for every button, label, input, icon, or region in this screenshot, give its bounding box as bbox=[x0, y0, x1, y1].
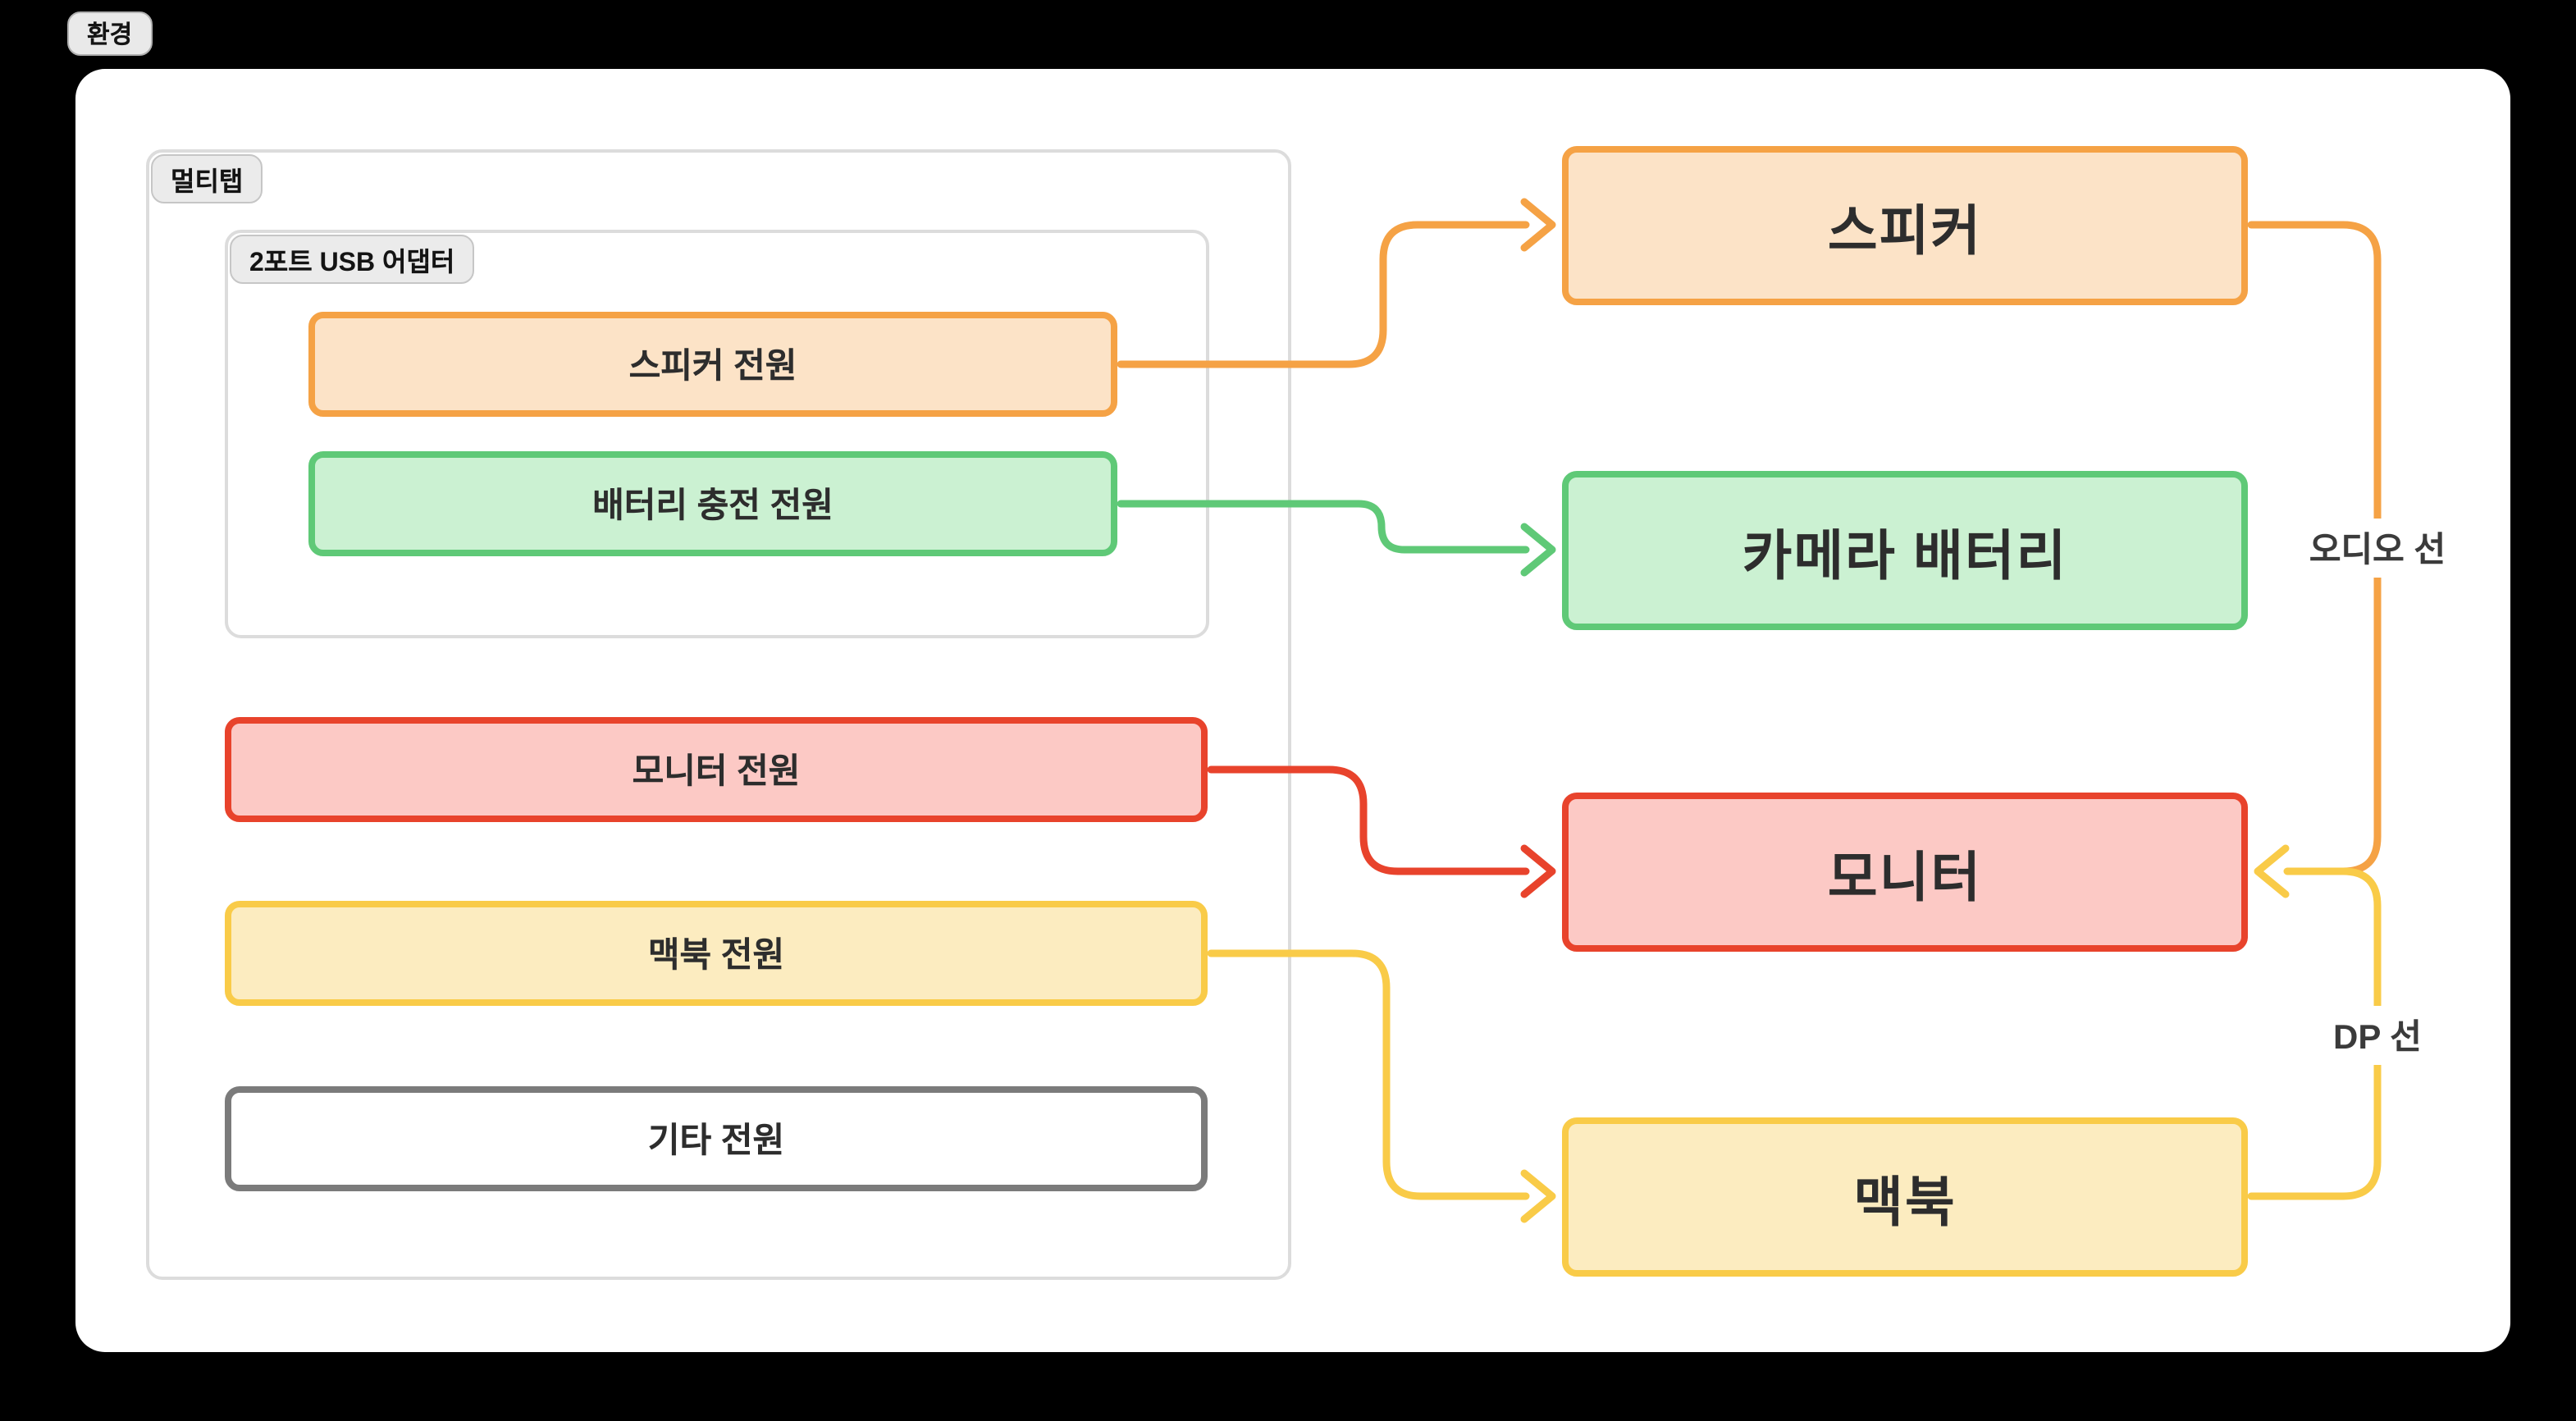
node-speaker-power: 스피커 전원 bbox=[308, 312, 1117, 417]
environment-badge: 환경 bbox=[67, 11, 153, 56]
node-macbook-label: 맥북 bbox=[1853, 1171, 1957, 1231]
group-multitap: 멀티탭 bbox=[146, 149, 1291, 1280]
edge-label-dp-cable: DP 선 bbox=[2320, 1006, 2435, 1065]
group-multitap-badge: 멀티탭 bbox=[151, 154, 263, 203]
node-camera-battery-label: 카메라 배터리 bbox=[1742, 524, 2068, 585]
group-multitap-label: 멀티탭 bbox=[171, 169, 244, 197]
node-speaker-label: 스피커 bbox=[1827, 199, 1983, 260]
node-macbook-power: 맥북 전원 bbox=[225, 901, 1208, 1006]
node-other-power-label: 기타 전원 bbox=[647, 1122, 785, 1160]
node-speaker: 스피커 bbox=[1562, 146, 2248, 305]
node-monitor-power: 모니터 전원 bbox=[225, 717, 1208, 822]
node-monitor-power-label: 모니터 전원 bbox=[632, 753, 801, 791]
group-usb-adapter-badge: 2포트 USB 어댑터 bbox=[230, 235, 475, 284]
group-usb-adapter: 2포트 USB 어댑터 bbox=[225, 230, 1209, 638]
node-macbook-power-label: 맥북 전원 bbox=[647, 937, 785, 975]
environment-badge-label: 환경 bbox=[87, 21, 133, 49]
node-battery-power: 배터리 충전 전원 bbox=[308, 451, 1117, 556]
node-other-power: 기타 전원 bbox=[225, 1086, 1208, 1191]
node-monitor-label: 모니터 bbox=[1827, 846, 1983, 907]
group-usb-adapter-label: 2포트 USB 어댑터 bbox=[249, 249, 455, 277]
node-battery-power-label: 배터리 충전 전원 bbox=[592, 487, 834, 525]
node-camera-battery: 카메라 배터리 bbox=[1562, 471, 2248, 630]
node-macbook: 맥북 bbox=[1562, 1117, 2248, 1277]
node-monitor: 모니터 bbox=[1562, 793, 2248, 952]
edge-label-audio-cable: 오디오 선 bbox=[2295, 519, 2460, 578]
node-speaker-power-label: 스피커 전원 bbox=[628, 348, 797, 386]
